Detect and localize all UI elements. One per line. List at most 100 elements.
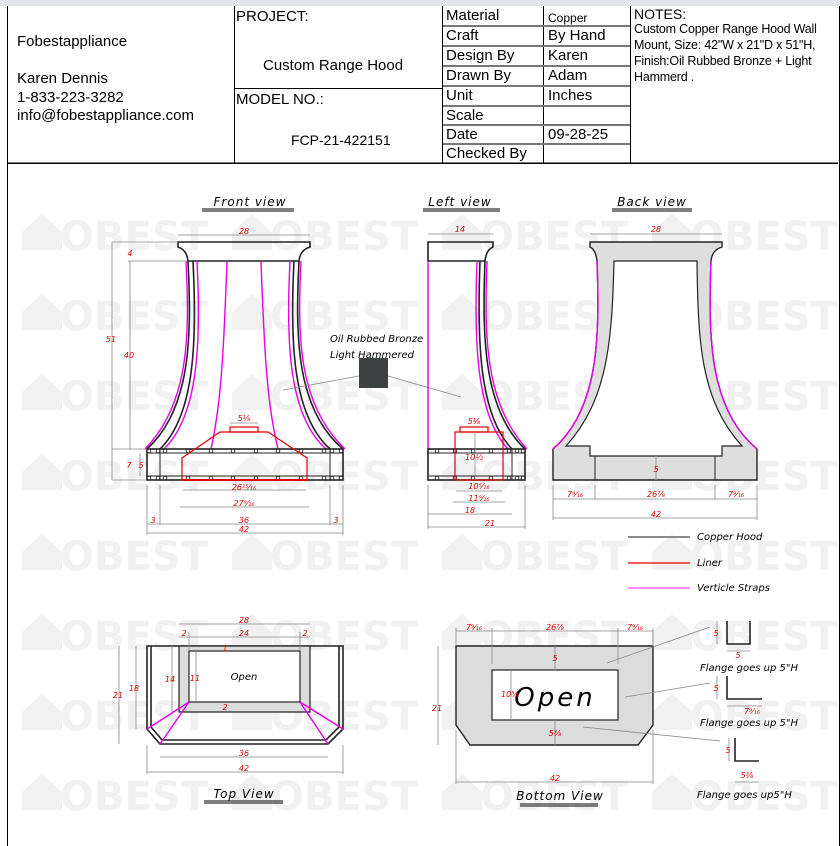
spec-value-drawn-by: Adam: [548, 67, 588, 84]
watermark-house-icon: [652, 774, 692, 810]
watermark-text: OBEST: [270, 774, 419, 820]
watermark-house-icon: [442, 454, 482, 490]
contact-phone: 1-833-223-3282: [17, 89, 124, 106]
dim-left-depth-inner: 18: [465, 506, 475, 515]
watermark-house-icon: [232, 374, 272, 410]
spec-value-material: Copper: [548, 11, 588, 25]
company-name: Fobestappliance: [17, 33, 128, 50]
rivet-icon: [488, 448, 494, 454]
notes-text: Custom Copper Range Hood Wall Mount, Siz…: [634, 22, 817, 84]
watermark-text: OBEST: [270, 294, 419, 340]
spec-value-unit: Inches: [548, 87, 593, 104]
dim-top-width: 28: [239, 616, 249, 625]
rivet-icon: [506, 448, 512, 454]
watermark-text: OBEST: [60, 534, 209, 580]
dim-left-liner-outer: 11⁹⁄₁₆: [468, 494, 490, 503]
rivet-icon: [520, 448, 526, 454]
watermark-house-icon: [652, 214, 692, 250]
flange-2-width: 7⁹⁄₁₆: [744, 707, 761, 716]
notes-title: NOTES:: [634, 6, 687, 22]
dim-front-mid: 36: [239, 516, 249, 525]
dim-bottom-back: 5: [552, 654, 557, 663]
rivet-icon: [506, 475, 512, 481]
spec-value-date: 09-28-25: [548, 126, 609, 143]
flange-1-width: 5: [735, 651, 740, 660]
rivet-icon: [146, 475, 152, 481]
bottom-view: Open 7⁹⁄₁₆ 26⅞ 7⁹⁄₁₆ 5 10⅝ 21 5⅜ 42 Bott…: [432, 623, 721, 807]
legend-liner: Liner: [697, 558, 723, 569]
dim-left-liner-top: 5⅛: [468, 417, 481, 426]
watermark-text: OBEST: [270, 214, 419, 260]
rivet-icon: [321, 475, 327, 481]
front-view: Front view 28 51 4 40 7 5 5⅛ 26¹⁵⁄₁₆ 27⁹…: [106, 195, 346, 535]
watermark-text: OBEST: [270, 454, 419, 500]
top-strip: [0, 0, 840, 6]
dim-front-total-width: 42: [239, 525, 249, 534]
legend-copper-hood: Copper Hood: [697, 532, 763, 543]
dim-front-band-inner: 5: [138, 461, 143, 470]
rivet-icon: [514, 448, 520, 454]
watermark-text: OBEST: [690, 534, 839, 580]
dim-top-back-frame: 1: [222, 644, 227, 653]
watermark-text: OBEST: [270, 374, 419, 420]
watermark-house-icon: [22, 614, 62, 650]
dim-front-liner-outer: 27⁹⁄₁₆: [233, 499, 255, 508]
watermark-house-icon: [442, 294, 482, 330]
finish-label-line2: Light Hammered: [330, 350, 415, 361]
watermark-text: OBEST: [60, 374, 209, 420]
watermark-text: OBEST: [270, 534, 419, 580]
spec-label-date: Date: [446, 126, 478, 143]
flange-2-height: 5: [713, 684, 718, 693]
spec-label-drawn-by: Drawn By: [446, 67, 512, 84]
spec-value-design-by: Karen: [548, 47, 589, 64]
bottom-view-title: Bottom View: [516, 789, 604, 803]
model-value: FCP-21-422151: [291, 132, 391, 148]
dim-bottom-right: 7⁹⁄₁₆: [627, 623, 644, 632]
spec-label-material: Material: [446, 7, 500, 24]
watermark-text: OBEST: [690, 694, 839, 740]
watermark-text: OBEST: [690, 614, 839, 660]
dim-top-front-frame: 2: [222, 703, 227, 712]
watermark-house-icon: [232, 614, 272, 650]
contact-email: info@fobestappliance.com: [17, 107, 194, 124]
front-view-title: Front view: [214, 195, 287, 209]
dim-top-left-frame: 2: [181, 629, 186, 638]
watermark-house-icon: [652, 694, 692, 730]
dim-top-total-width: 42: [239, 764, 249, 773]
watermark-house-icon: [232, 294, 272, 330]
rivet-icon: [146, 448, 152, 454]
rivet-icon: [338, 475, 344, 481]
dim-left-liner-inner: 10⁵⁄₁₆: [468, 482, 490, 491]
dim-top-total-depth: 21: [113, 691, 123, 700]
left-view: Left view 14 5⅛ 10½ 10⁵⁄₁₆ 11⁹⁄₁₆ 18 21: [423, 195, 528, 529]
flange-3-note: Flange goes up5"H: [697, 790, 792, 801]
dim-top-opening-depth: 11: [190, 674, 200, 683]
watermark-house-icon: [442, 534, 482, 570]
dim-bottom-left: 7⁹⁄₁₆: [466, 623, 483, 632]
dim-bottom-opening-depth: 10⅝: [501, 690, 519, 699]
rivet-icon: [155, 475, 161, 481]
watermark-house-icon: [22, 694, 62, 730]
dim-front-body-height: 40: [124, 351, 134, 360]
watermark-text: OBEST: [690, 294, 839, 340]
dim-back-left: 7⁹⁄₁₆: [567, 490, 584, 499]
finish-callout: Oil Rubbed Bronze Light Hammered: [282, 334, 462, 398]
watermark-text: OBEST: [60, 214, 209, 260]
bottom-view-open-label: Open: [514, 683, 595, 713]
flange-3-height: 5: [725, 746, 730, 755]
dim-top-frame-depth: 14: [165, 675, 175, 684]
spec-label-design-by: Design By: [446, 47, 515, 64]
watermark-house-icon: [442, 374, 482, 410]
rivet-icon: [321, 448, 327, 454]
dim-back-top-width: 28: [651, 225, 661, 234]
project-value: Custom Range Hood: [263, 57, 404, 74]
dim-front-liner-inner: 26¹⁵⁄₁₆: [232, 483, 257, 492]
top-view-open-label: Open: [231, 672, 258, 683]
watermark-text: OBEST: [690, 774, 839, 820]
dim-bottom-depth: 21: [432, 704, 442, 713]
flange-1-height: 5: [713, 629, 718, 638]
watermark-house-icon: [442, 214, 482, 250]
rivet-icon: [329, 448, 335, 454]
rivet-icon: [185, 448, 191, 454]
